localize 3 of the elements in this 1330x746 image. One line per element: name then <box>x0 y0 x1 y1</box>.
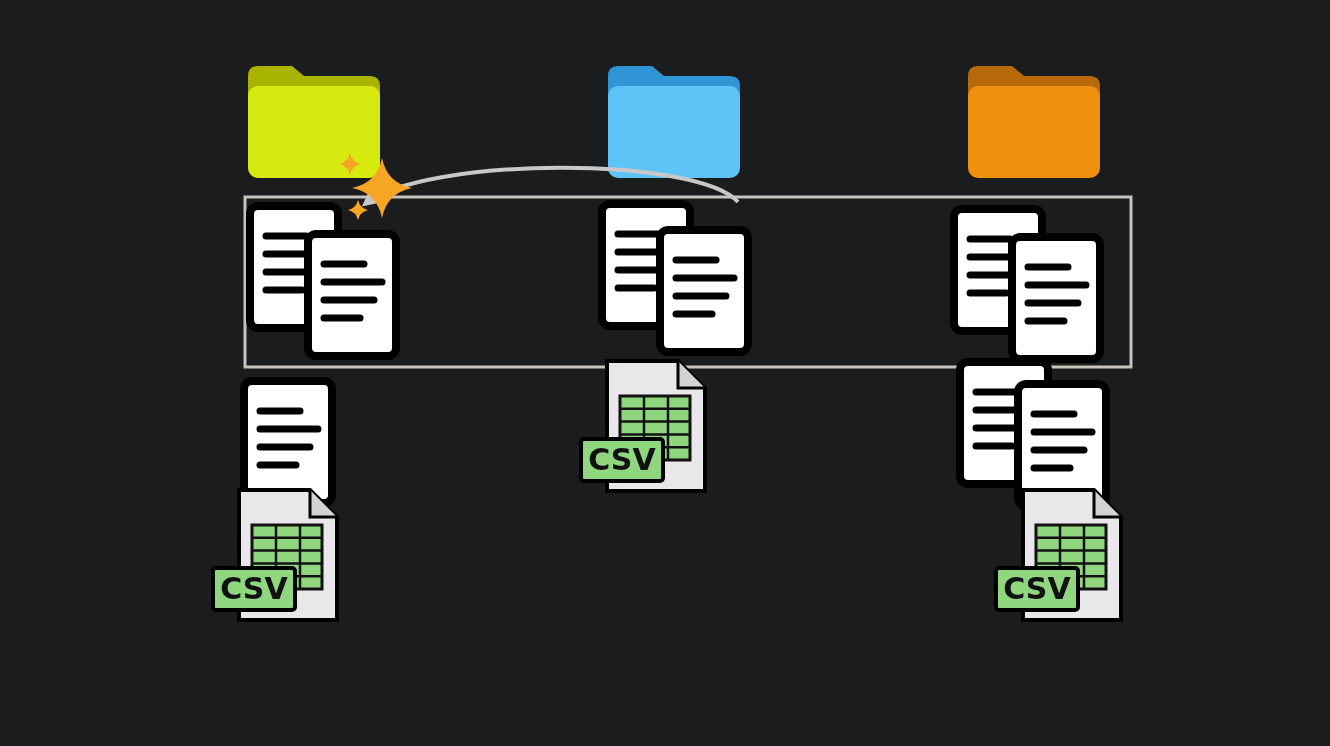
file-type-label: CSV <box>579 437 665 483</box>
file-type-label: CSV <box>994 566 1080 612</box>
file-type-label: CSV <box>211 566 297 612</box>
